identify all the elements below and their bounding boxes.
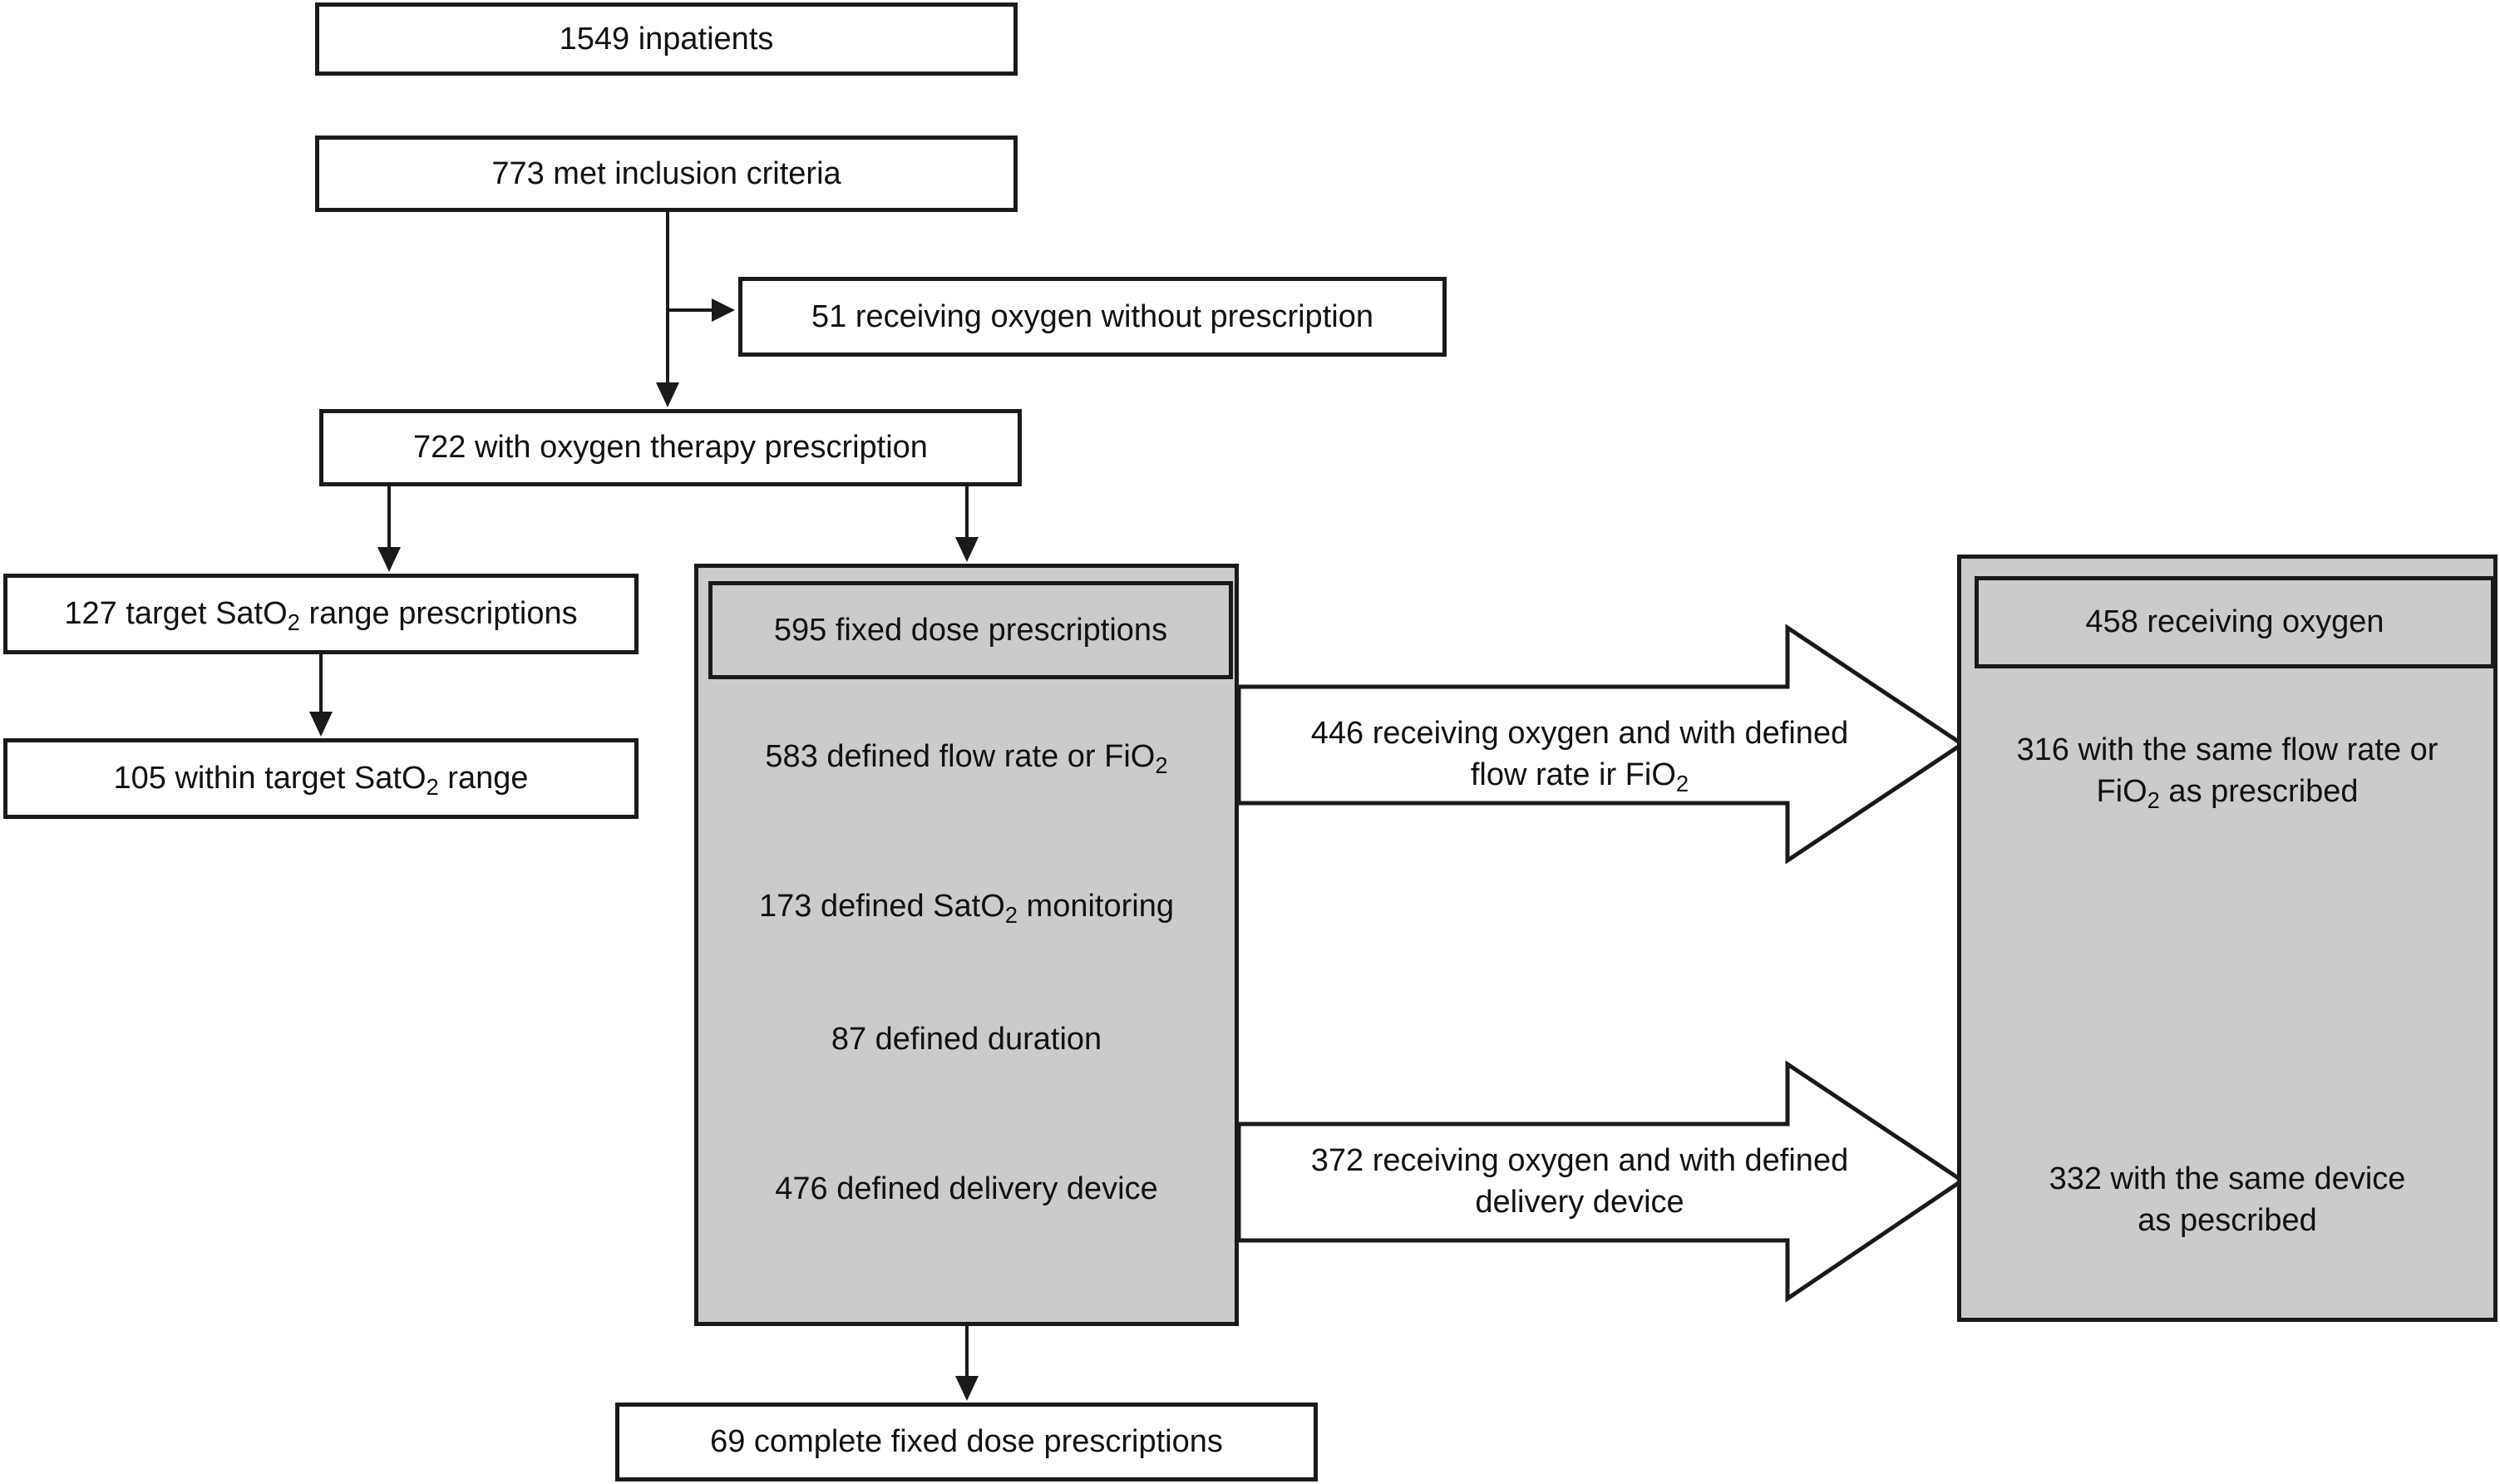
- connector-fixed-dose-to-complete: [955, 1326, 979, 1401]
- panel-item-duration: 87 defined duration: [831, 1021, 1102, 1057]
- box-within-range: 105 within target SatO2 range: [3, 738, 639, 819]
- box-target-range: 127 target SatO2 range prescriptions: [3, 574, 639, 654]
- panel-fixed-dose-header: 595 fixed dose prescriptions: [708, 581, 1233, 679]
- block-arrow-delivery-device: [1236, 1060, 1966, 1303]
- box-complete-prescriptions: 69 complete fixed dose prescriptions: [615, 1403, 1318, 1482]
- connector-branch-to-no-prescription: [668, 298, 735, 322]
- panel-item-monitoring: 173 defined SatO2 monitoring: [759, 888, 1174, 929]
- panel-item-flow-rate: 583 defined flow rate or FiO2: [765, 738, 1168, 779]
- connector-prescription-to-fixed-dose: [955, 486, 979, 562]
- connector-prescription-to-target-range: [377, 486, 401, 572]
- connector-target-range-to-within-range: [309, 653, 333, 737]
- box-no-prescription: 51 receiving oxygen without prescription: [738, 277, 1447, 357]
- box-inpatients: 1549 inpatients: [315, 2, 1018, 76]
- panel-item-delivery-device: 476 defined delivery device: [775, 1171, 1158, 1206]
- box-with-prescription: 722 with oxygen therapy prescription: [319, 409, 1022, 486]
- block-arrow-flow-rate: [1236, 624, 1966, 865]
- connector-inclusion-to-prescription: [656, 211, 679, 407]
- panel-receiving-header: 458 receiving oxygen: [1975, 576, 2495, 668]
- panel-fixed-dose: 595 fixed dose prescriptions 583 defined…: [694, 564, 1239, 1326]
- panel-receiving-oxygen: 458 receiving oxygen 316 with the same f…: [1957, 555, 2498, 1322]
- box-inclusion-criteria: 773 met inclusion criteria: [315, 136, 1018, 212]
